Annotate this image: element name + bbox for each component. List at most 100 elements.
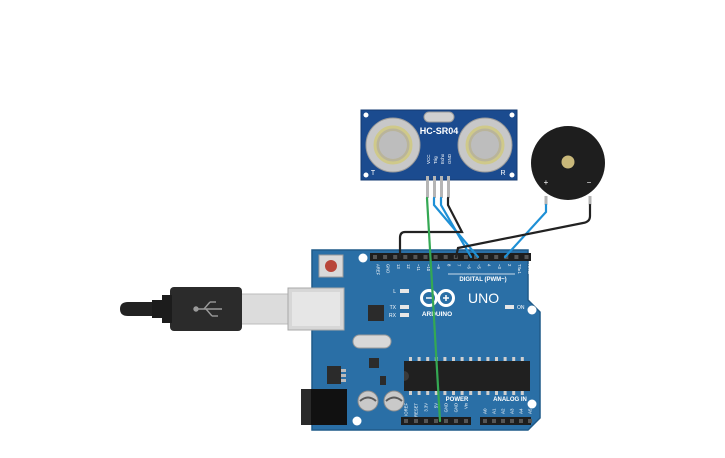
header-hole[interactable] — [424, 419, 428, 423]
chip-pin — [452, 391, 455, 395]
sensor-pin-label-echo: Echo — [440, 153, 445, 164]
analog-pin-label: A3 — [510, 408, 515, 414]
digital-pin-label: RX◂0 — [527, 264, 532, 275]
chip-pins-bottom — [409, 391, 524, 395]
buzzer-plus: + — [544, 178, 549, 187]
smd-component — [380, 376, 386, 385]
buzzer-lead-plus — [544, 196, 548, 205]
wire-vcc-green[interactable] — [425, 196, 442, 423]
power-label: POWER — [446, 397, 469, 403]
arduino-model: UNO — [468, 290, 499, 306]
usb-port — [287, 287, 345, 331]
header-hole[interactable] — [519, 419, 523, 423]
chip-pin — [469, 391, 473, 395]
header-hole[interactable] — [474, 255, 478, 259]
header-hole[interactable] — [528, 419, 532, 423]
header-hole[interactable] — [524, 255, 529, 259]
receiver-transducer — [457, 117, 513, 173]
analog-pin-label: A0 — [483, 408, 488, 414]
piezo-buzzer[interactable] — [531, 126, 605, 200]
chip-pin — [512, 357, 516, 361]
header-hole[interactable] — [443, 255, 448, 259]
power-pin-label: GND — [444, 403, 449, 412]
digital-pin-label: TX▸1 — [517, 264, 522, 274]
chip-pin — [460, 357, 464, 361]
header-hole[interactable] — [463, 255, 468, 259]
header-hole[interactable] — [444, 419, 448, 423]
header-hole[interactable] — [492, 419, 496, 423]
header-hole[interactable] — [414, 419, 418, 423]
sensor-hole — [363, 172, 369, 178]
header-hole[interactable] — [403, 255, 408, 259]
mounting-hole — [352, 416, 362, 426]
header-hole[interactable] — [413, 255, 418, 259]
wire-buzzer-minus-black[interactable] — [454, 203, 592, 259]
digital-pin-label: 12 — [406, 264, 411, 269]
header-hole[interactable] — [393, 255, 398, 259]
usb-chip — [368, 305, 384, 321]
usb-symbol-icon — [193, 301, 222, 317]
led-rx-label: RX — [389, 313, 397, 319]
chip-pin — [520, 391, 524, 395]
wire-buzzer-plus-blue[interactable] — [503, 203, 548, 259]
chip-pin — [512, 391, 516, 395]
sensor-hole — [363, 112, 369, 118]
chip-pin — [503, 391, 507, 395]
chip-pin — [409, 391, 412, 395]
led-tx-label: TX — [390, 305, 397, 311]
header-hole[interactable] — [404, 419, 408, 423]
chip-pin — [426, 357, 430, 361]
wire-gnd-black[interactable] — [398, 196, 464, 259]
header-hole[interactable] — [433, 255, 438, 259]
mounting-hole — [527, 399, 537, 409]
arduino-logo-icon — [420, 289, 455, 307]
header-hole[interactable] — [501, 419, 505, 423]
power-pin-label: 3.3V — [424, 403, 429, 412]
sensor-pin-label-trig: Trig — [433, 156, 438, 164]
digital-pin-label: 13 — [396, 264, 401, 269]
header-hole[interactable] — [373, 255, 377, 259]
digital-label: DIGITAL (PWM~) — [459, 277, 506, 283]
header-hole[interactable] — [514, 255, 519, 259]
analog-label: ANALOG IN — [493, 397, 527, 403]
header-hole[interactable] — [434, 419, 438, 423]
usb-cable[interactable] — [120, 287, 291, 331]
digital-pin-label: ~3 — [497, 264, 502, 269]
wire-trig-blue[interactable] — [432, 196, 480, 259]
digital-pin-label: AREF — [376, 264, 381, 276]
digital-pin-label: 4 — [487, 264, 492, 267]
sensor-pins[interactable] — [426, 176, 450, 198]
sensor-pin-label-vcc: VCC — [426, 154, 431, 164]
chip-pin — [417, 357, 421, 361]
chip-pin — [520, 357, 524, 361]
chip-pin — [443, 391, 447, 395]
sensor-crystal — [423, 111, 455, 123]
header-hole[interactable] — [383, 255, 388, 259]
header-hole[interactable] — [454, 419, 458, 423]
chip-pin — [452, 357, 455, 361]
header-hole[interactable] — [510, 419, 514, 423]
header-hole[interactable] — [423, 255, 428, 259]
chip-pin — [503, 357, 507, 361]
mounting-hole — [358, 253, 368, 263]
header-hole[interactable] — [494, 255, 499, 259]
led-l — [400, 289, 409, 293]
header-hole[interactable] — [464, 419, 468, 423]
sensor-hole — [509, 112, 515, 118]
digital-pin-label: ~10 — [426, 264, 431, 272]
reset-button[interactable] — [318, 254, 344, 278]
power-pin-label: RESET — [414, 403, 419, 417]
chip-pin — [434, 391, 438, 395]
buzzer-lead-minus — [588, 196, 592, 205]
analog-pin-label: A5 — [528, 408, 533, 414]
analog-pin-label: A1 — [492, 408, 497, 414]
sensor-model: HC-SR04 — [420, 126, 459, 136]
header-hole[interactable] — [484, 255, 489, 259]
chip-pin — [409, 357, 412, 361]
header-hole[interactable] — [483, 419, 487, 423]
wire-echo-blue[interactable] — [439, 196, 473, 259]
chip-pin — [460, 391, 464, 395]
chip-pin — [477, 391, 481, 395]
